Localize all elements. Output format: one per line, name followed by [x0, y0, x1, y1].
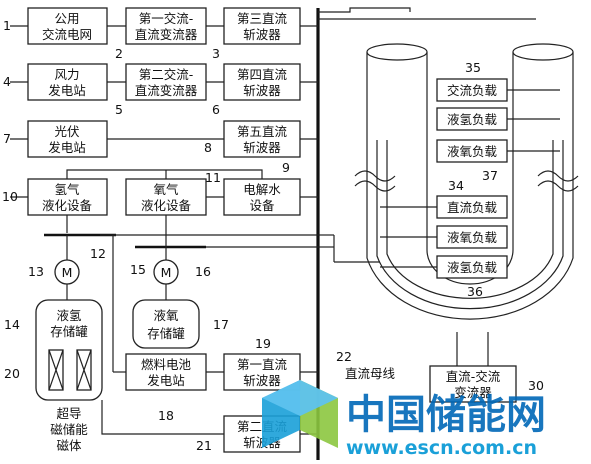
ref-8: 8 — [204, 140, 212, 155]
tank-liquid-h2-line2: 存储罐 — [50, 324, 88, 339]
ref-30: 30 — [528, 378, 544, 393]
ref-35: 35 — [465, 60, 481, 75]
ref-6: 6 — [212, 102, 220, 117]
block-liquid-o2-load-lower-label: 液氧负载 — [447, 230, 498, 245]
block-o2-liquefier — [125, 178, 207, 216]
ref-1: 1 — [3, 18, 11, 33]
ref-10: 10 — [2, 189, 18, 204]
block-wind-station-line2: 发电站 — [48, 83, 86, 98]
tank-liquid-o2-line1: 液氧 — [153, 308, 179, 323]
block-ac-dc-converter-2-line1: 第二交流- — [139, 67, 194, 82]
ref-36: 36 — [467, 284, 483, 299]
block-pv-station-line2: 发电站 — [48, 140, 86, 155]
block-dc-chopper-5-line2: 斩波器 — [243, 140, 281, 155]
ref-5: 5 — [115, 102, 123, 117]
block-wind-station-line1: 风力 — [54, 67, 79, 82]
ref-3: 3 — [212, 46, 220, 61]
block-dc-chopper-4-line1: 第四直流 — [237, 67, 288, 82]
watermark-brand: 中国储能网 — [346, 392, 546, 438]
ref-12: 12 — [90, 246, 106, 261]
block-dc-chopper-5 — [223, 120, 301, 158]
block-dc-chopper-5-line1: 第五直流 — [237, 124, 288, 139]
block-public-grid-line2: 交流电网 — [42, 27, 92, 42]
ref-14: 14 — [4, 317, 20, 332]
tank-liquid-h2-line1: 液氢 — [56, 308, 82, 323]
block-electrolyzer-line2: 设备 — [249, 198, 275, 213]
ref-21: 21 — [196, 438, 212, 453]
block-liquid-o2-load-upper-label: 液氧负载 — [447, 144, 498, 159]
scm-label-line3: 磁体 — [56, 438, 82, 453]
ref-4: 4 — [3, 74, 11, 89]
ref-9: 9 — [282, 160, 290, 175]
block-ac-dc-converter-2-line2: 直流变流器 — [135, 83, 198, 98]
ref-13: 13 — [28, 264, 44, 279]
ref-2: 2 — [115, 46, 123, 61]
ref-20: 20 — [4, 366, 20, 381]
block-ac-dc-converter-1-line1: 第一交流- — [139, 11, 194, 26]
block-electrolyzer — [223, 178, 301, 216]
ref-22: 22 — [336, 349, 352, 364]
block-public-grid-line1: 公用 — [54, 11, 79, 26]
ref-17: 17 — [213, 317, 229, 332]
pipe-u-outer — [366, 52, 574, 320]
block-dc-ac-converter-line2: 变流器 — [454, 385, 492, 400]
ref-7: 7 — [3, 131, 11, 146]
block-pv-station — [27, 120, 108, 158]
block-pv-station-line1: 光伏 — [54, 124, 80, 139]
pipe-u-inner — [426, 52, 514, 285]
block-h2-liquefier-line1: 氢气 — [54, 182, 80, 197]
block-liquid-h2-load-lower-label: 液氢负载 — [447, 260, 498, 275]
block-o2-liquefier-line1: 氧气 — [153, 182, 179, 197]
block-dc-ac-converter — [429, 365, 517, 403]
ref-34: 34 — [448, 178, 464, 193]
ref-19: 19 — [255, 336, 271, 351]
block-ac-dc-converter-2 — [125, 63, 207, 101]
block-dc-chopper-1-line2: 斩波器 — [243, 373, 281, 388]
tank-liquid-o2-line2: 存储罐 — [147, 326, 185, 341]
block-fuel-cell-station — [125, 353, 207, 391]
block-o2-liquefier-line2: 液化设备 — [141, 198, 192, 213]
scm-label-line2: 磁储能 — [50, 422, 88, 437]
block-fuel-cell-station-line2: 发电站 — [147, 373, 185, 388]
block-dc-chopper-3-line1: 第三直流 — [237, 11, 288, 26]
ref-37: 37 — [482, 168, 498, 183]
pipe-u-wall-2 — [386, 140, 554, 299]
block-dc-ac-converter-line1: 直流-交流 — [446, 369, 501, 384]
dc-bus-label: 直流母线 — [345, 366, 396, 381]
pipe-u-wall-1 — [376, 140, 564, 310]
tank-liquid-o2 — [132, 299, 200, 349]
block-ac-load-label: 交流负载 — [447, 83, 498, 98]
block-dc-chopper-3-line2: 斩波器 — [243, 27, 281, 42]
scm-label-line1: 超导 — [56, 406, 81, 421]
block-dc-chopper-4-line2: 斩波器 — [243, 83, 281, 98]
ref-15: 15 — [130, 262, 146, 277]
block-ac-dc-converter-1-line2: 直流变流器 — [135, 27, 198, 42]
ref-18: 18 — [158, 408, 174, 423]
block-dc-load-label: 直流负载 — [447, 200, 498, 215]
watermark-url: www.escn.com.cn — [346, 437, 537, 459]
block-liquid-h2-load-upper-label: 液氢负载 — [447, 112, 498, 127]
ref-16: 16 — [195, 264, 211, 279]
block-ac-dc-converter-1 — [125, 7, 207, 45]
block-dc-chopper-3 — [223, 7, 301, 45]
block-dc-chopper-1-line1: 第一直流 — [237, 357, 288, 372]
block-fuel-cell-station-line1: 燃料电池 — [141, 357, 192, 372]
motor-16-symbol: M — [161, 265, 172, 280]
watermark-logo-icon — [262, 380, 338, 448]
ref-11: 11 — [205, 170, 221, 185]
block-electrolyzer-line1: 电解水 — [243, 182, 281, 197]
pipe-opening-left — [366, 43, 428, 61]
block-h2-liquefier-line2: 液化设备 — [42, 198, 93, 213]
motor-13-symbol: M — [62, 265, 73, 280]
pipe-opening-right — [512, 43, 574, 61]
